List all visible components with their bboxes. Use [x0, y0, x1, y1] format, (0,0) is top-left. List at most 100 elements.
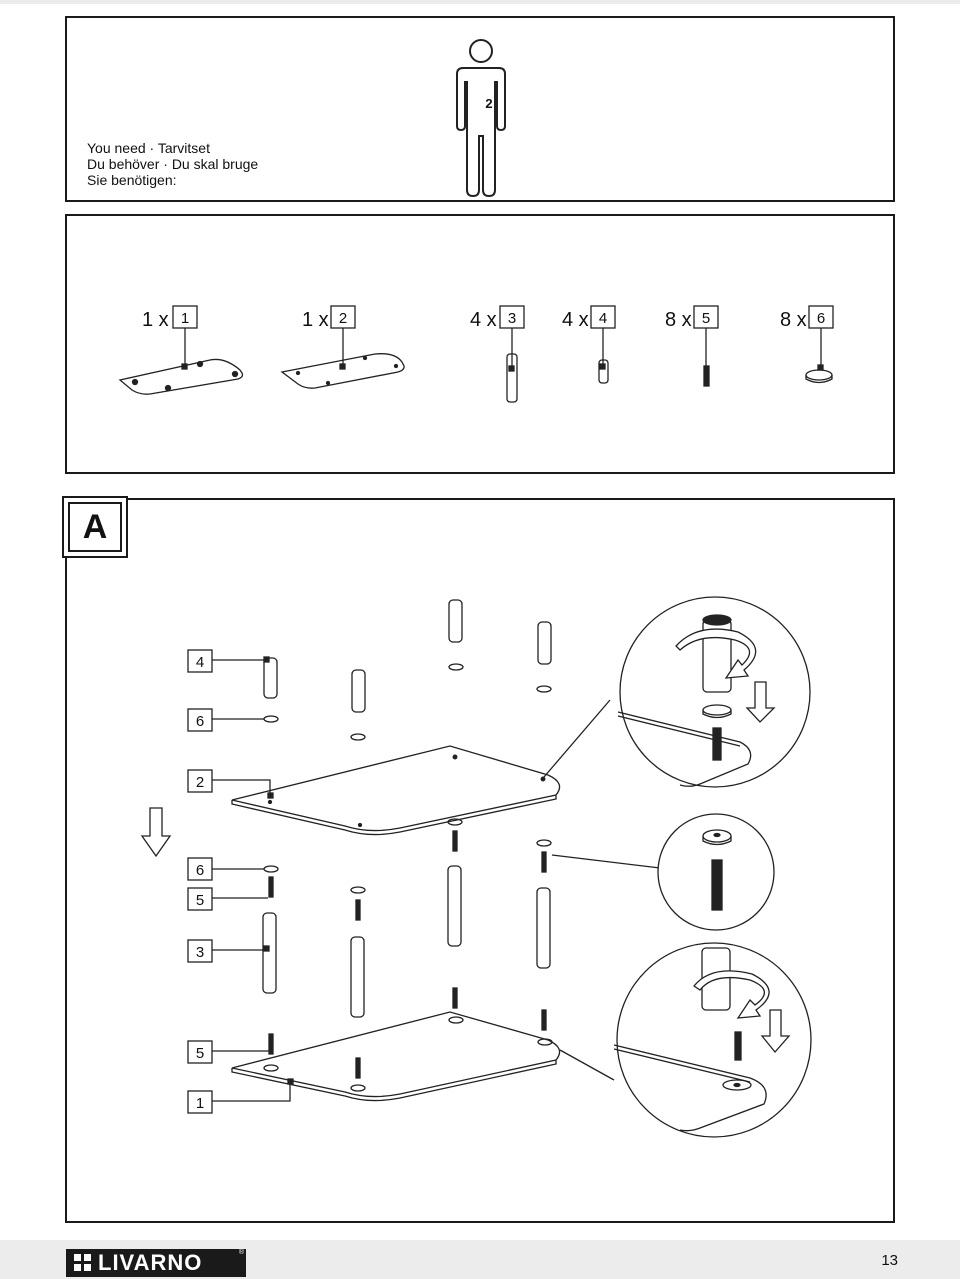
part-1-hole: [196, 360, 204, 368]
washer: [536, 685, 552, 693]
part-2-leader-dot: [339, 363, 346, 370]
callout-5b: 5: [187, 1040, 271, 1064]
shelf-hole: [540, 776, 546, 782]
callout-3-box: [187, 939, 213, 963]
detail-leader: [551, 854, 661, 869]
shelf-washer: [263, 1064, 279, 1072]
lower-shelf-edge: [231, 1060, 557, 1102]
long-leg: [447, 865, 462, 947]
part-2-hole: [393, 363, 399, 369]
you-need-line-3: Sie benötigen:: [87, 172, 177, 188]
brand-name: LIVARNO: [98, 1250, 203, 1275]
callout-3-number: 3: [196, 944, 204, 961]
part-4-number: 4: [599, 310, 607, 327]
short-leg: [351, 669, 366, 713]
part-1-hole: [231, 370, 239, 378]
registered-mark: ®: [238, 1249, 244, 1256]
part-4: 4 x 4: [562, 305, 616, 384]
step-label-tab: A: [62, 496, 128, 558]
parts-list-box: [65, 214, 895, 474]
part-4-leader-dot: [599, 363, 606, 370]
part-2-shelf: [280, 353, 405, 389]
part-1-qty: 1 x: [142, 309, 169, 331]
part-6-qty: 8 x: [780, 309, 807, 331]
short-leg: [537, 621, 552, 665]
long-leg: [350, 936, 365, 1018]
callout-6a: 6: [187, 708, 264, 732]
detail-circle-top: [617, 596, 811, 788]
screw: [355, 899, 361, 921]
page-number: 13: [881, 1252, 898, 1269]
lower-shelf: [231, 1011, 561, 1098]
long-leg: [536, 887, 551, 969]
callout-5b-number: 5: [196, 1045, 204, 1062]
detail-leader: [559, 1049, 615, 1081]
shelf-hole: [452, 754, 458, 760]
upper-shelf-edge: [231, 795, 557, 836]
shelf-washer: [350, 1084, 366, 1092]
short-leg: [448, 599, 463, 643]
screw: [355, 1057, 361, 1079]
brand-logo: LIVARNO ®: [66, 1249, 246, 1277]
callout-5b-box: [187, 1040, 213, 1064]
part-1-number: 1: [181, 310, 189, 327]
part-2-hole: [325, 380, 331, 386]
screw: [268, 1033, 274, 1055]
part-3-leader-dot: [508, 365, 515, 372]
part-6-number: 6: [817, 310, 825, 327]
callout-1-leader: [212, 1082, 291, 1102]
callout-5a-number: 5: [196, 892, 204, 909]
down-arrow-icon: [760, 1009, 791, 1054]
screw: [268, 876, 274, 898]
callout-1-box: [187, 1090, 213, 1114]
shelf-washer: [537, 1038, 553, 1046]
leader-dot: [263, 945, 270, 952]
detail-leader: [543, 699, 611, 778]
part-3-qty: 4 x: [470, 309, 497, 331]
persons-count: 2: [485, 96, 492, 111]
screw: [541, 1009, 547, 1031]
callout-2-box: [187, 769, 213, 793]
callout-4: 4: [187, 649, 266, 673]
person-icon: 2: [456, 39, 506, 198]
part-2: 1 x 2: [280, 305, 405, 389]
callout-6b: 6: [187, 857, 264, 881]
upper-shelf: [231, 745, 561, 832]
part-2-hole: [295, 370, 301, 376]
callout-2-number: 2: [196, 774, 204, 791]
part-4-qty: 4 x: [562, 309, 589, 331]
top-edge: [0, 0, 960, 4]
part-5-number: 5: [702, 310, 710, 327]
down-arrow-icon: [140, 807, 172, 858]
callout-4-box: [187, 649, 213, 673]
part-5: 8 x 5: [665, 305, 719, 387]
screw: [452, 987, 458, 1009]
callout-3: 3: [187, 939, 266, 963]
part-6-washer-side: [805, 375, 833, 384]
you-need-line-1: You need · Tarvitset: [87, 140, 210, 156]
shelf-washer: [448, 1016, 464, 1024]
you-need-box: You need · Tarvitset Du behöver · Du ska…: [65, 16, 895, 202]
washer: [263, 865, 279, 873]
callout-1-number: 1: [196, 1095, 204, 1112]
short-leg: [263, 657, 278, 699]
part-5-qty: 8 x: [665, 309, 692, 331]
part-1: 1 x 1: [118, 305, 244, 395]
part-1-shelf: [118, 358, 244, 395]
washer: [536, 839, 552, 847]
rotate-arrow-icon: [693, 970, 770, 1019]
part-6-washer: [805, 369, 833, 381]
rotate-arrow-icon: [675, 628, 757, 679]
washer: [350, 886, 366, 894]
callout-6b-number: 6: [196, 862, 204, 879]
screw: [452, 830, 458, 852]
shelf-hole: [267, 799, 273, 805]
callout-6a-box: [187, 708, 213, 732]
washer: [447, 818, 463, 826]
screw: [541, 851, 547, 873]
down-arrow-icon: [745, 681, 776, 723]
detail-circle-bottom: [613, 942, 812, 1138]
callout-4-number: 4: [196, 654, 204, 671]
shelf-hole: [267, 792, 274, 799]
